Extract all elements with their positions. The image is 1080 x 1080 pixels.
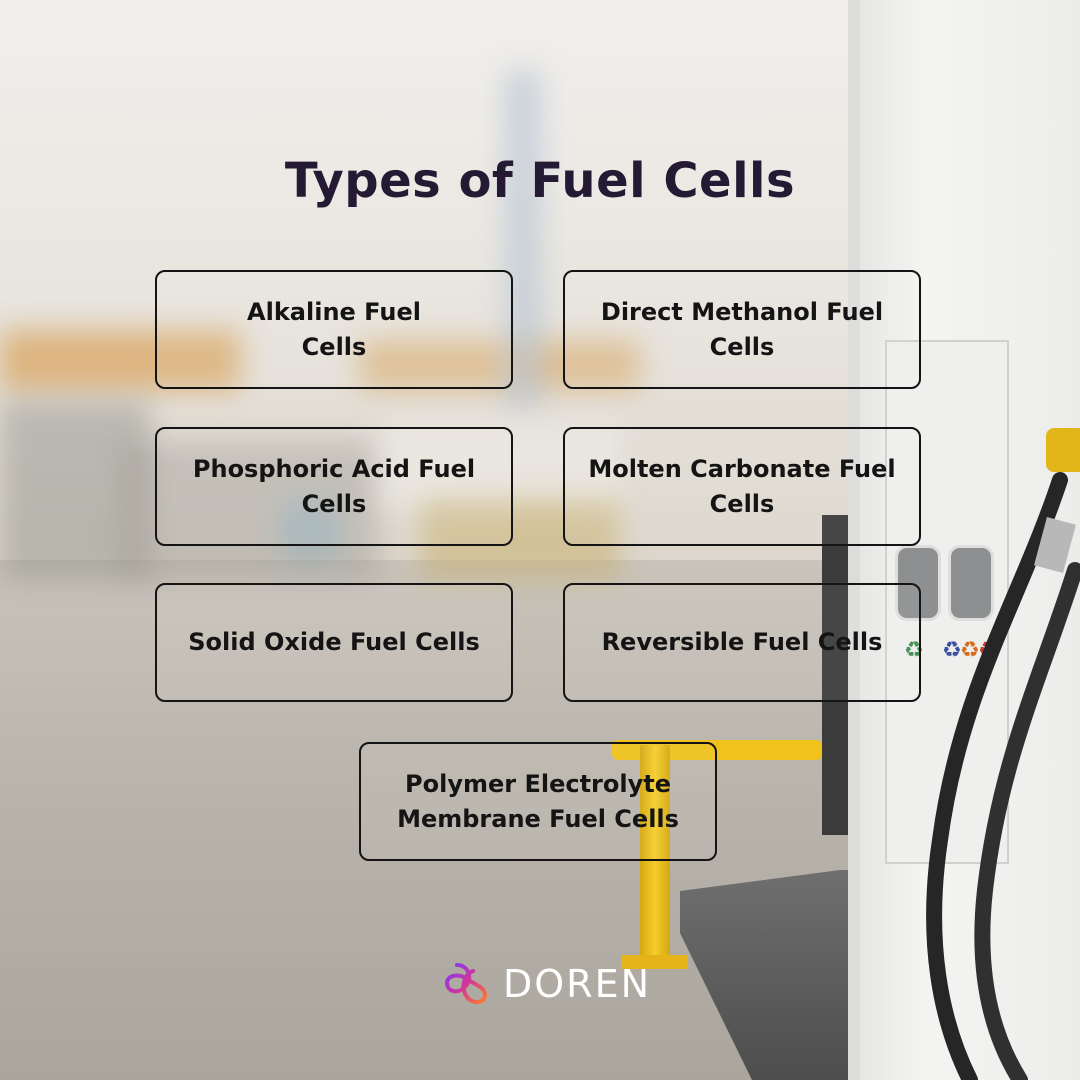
brand-name: DOREN bbox=[503, 962, 652, 1006]
card-label: Solid Oxide Fuel Cells bbox=[188, 628, 480, 656]
page-title: Types of Fuel Cells bbox=[284, 153, 796, 209]
doren-logo-icon bbox=[444, 963, 488, 1004]
card-reversible-fuel-cells: Reversible Fuel Cells bbox=[563, 583, 921, 702]
brand-footer: DOREN bbox=[443, 960, 651, 1008]
card-solid-oxide-fuel-cells: Solid Oxide Fuel Cells bbox=[155, 583, 513, 702]
card-label: Reversible Fuel Cells bbox=[601, 628, 883, 656]
